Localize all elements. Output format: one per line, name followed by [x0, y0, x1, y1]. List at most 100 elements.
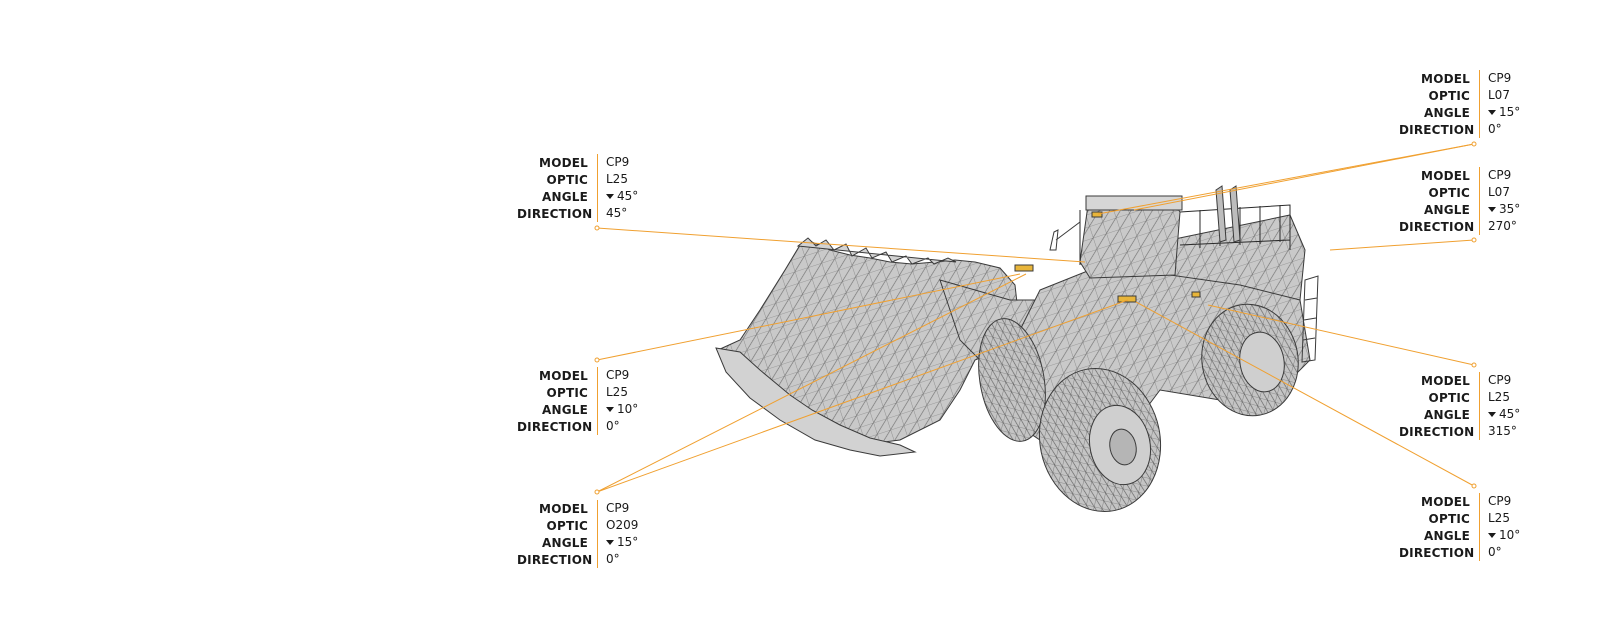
model-value: CP9 [597, 154, 629, 171]
model-value: CP9 [1479, 70, 1511, 87]
angle-value: 35° [1479, 201, 1520, 218]
angle-text: 35° [1499, 202, 1521, 216]
callout-right-second: MODEL CP9 OPTIC L07 ANGLE 35° DIRECTION 270° [1399, 167, 1520, 235]
direction-value: 45° [597, 205, 627, 222]
optic-value: L07 [1479, 184, 1510, 201]
direction-value: 0° [1479, 544, 1502, 561]
direction-value: 0° [597, 418, 620, 435]
angle-label: ANGLE [1423, 528, 1470, 543]
optic-value: O209 [597, 517, 638, 534]
optic-label: OPTIC [1428, 390, 1470, 405]
model-label: MODEL [1421, 71, 1470, 86]
caret-down-icon [1488, 207, 1496, 212]
optic-value: L25 [1479, 510, 1510, 527]
light-marker-1 [1014, 264, 1034, 272]
angle-label: ANGLE [541, 189, 588, 204]
mirror [1049, 221, 1081, 251]
direction-label: DIRECTION [517, 419, 593, 434]
angle-text: 15° [617, 535, 639, 549]
callout-left-bottom: MODEL CP9 OPTIC O209 ANGLE 15° DIRECTION 0° [517, 500, 638, 568]
model-label: MODEL [539, 155, 588, 170]
model-value: CP9 [1479, 372, 1511, 389]
optic-value: L25 [1479, 389, 1510, 406]
caret-down-icon [1488, 110, 1496, 115]
leader-left-top [596, 227, 1086, 263]
optic-label: OPTIC [1428, 88, 1470, 103]
leader-endpoints [594, 141, 1477, 495]
optic-label: OPTIC [1428, 511, 1470, 526]
rear-ladder [1301, 275, 1319, 363]
angle-label: ANGLE [1423, 105, 1470, 120]
caret-down-icon [1488, 533, 1496, 538]
direction-label: DIRECTION [1399, 424, 1475, 439]
optic-value: L25 [597, 384, 628, 401]
model-value: CP9 [1479, 493, 1511, 510]
leader-right-top-b [1133, 143, 1475, 211]
angle-value: 10° [597, 401, 638, 418]
model-label: MODEL [1421, 168, 1470, 183]
leader-left-middle [596, 273, 1021, 361]
direction-label: DIRECTION [1399, 219, 1475, 234]
direction-value: 0° [1479, 121, 1502, 138]
angle-text: 45° [617, 189, 639, 203]
angle-value: 10° [1479, 527, 1520, 544]
angle-label: ANGLE [541, 535, 588, 550]
callout-left-middle: MODEL CP9 OPTIC L25 ANGLE 10° DIRECTION 0° [517, 367, 638, 435]
leader-right-third [1207, 304, 1475, 366]
model-label: MODEL [1421, 494, 1470, 509]
callout-right-bottom: MODEL CP9 OPTIC L25 ANGLE 10° DIRECTION 0° [1399, 493, 1520, 561]
angle-value: 15° [1479, 104, 1520, 121]
angle-label: ANGLE [541, 402, 588, 417]
caret-down-icon [1488, 412, 1496, 417]
angle-text: 45° [1499, 407, 1521, 421]
optic-label: OPTIC [546, 518, 588, 533]
front-right-hub [1109, 428, 1137, 466]
model-value: CP9 [597, 367, 629, 384]
optic-label: OPTIC [1428, 185, 1470, 200]
leader-left-bottom-b [596, 299, 1129, 493]
wheel-loader-illustration [715, 185, 1319, 513]
bucket-lower-teeth [715, 347, 917, 457]
direction-value: 0° [597, 551, 620, 568]
leader-left-bottom-a [596, 273, 1027, 493]
model-label: MODEL [1421, 373, 1470, 388]
front-left-tire [978, 318, 1046, 442]
angle-label: ANGLE [1423, 407, 1470, 422]
angle-label: ANGLE [1423, 202, 1470, 217]
leader-right-bottom [1135, 301, 1475, 487]
optic-value: L25 [597, 171, 628, 188]
angle-value: 15° [597, 534, 638, 551]
leader-lines [596, 143, 1475, 493]
caret-down-icon [606, 407, 614, 412]
callout-right-third: MODEL CP9 OPTIC L25 ANGLE 45° DIRECTION 315° [1399, 372, 1520, 440]
angle-text: 10° [1499, 528, 1521, 542]
exhaust-stacks [1215, 185, 1241, 243]
direction-label: DIRECTION [1399, 122, 1475, 137]
angle-text: 10° [617, 402, 639, 416]
caret-down-icon [606, 540, 614, 545]
angle-text: 15° [1499, 105, 1521, 119]
light-marker-4 [1191, 291, 1201, 298]
caret-down-icon [606, 194, 614, 199]
optic-label: OPTIC [546, 385, 588, 400]
angle-value: 45° [597, 188, 638, 205]
model-value: CP9 [597, 500, 629, 517]
optic-value: L07 [1479, 87, 1510, 104]
leader-right-second [1329, 239, 1475, 251]
callout-left-top: MODEL CP9 OPTIC L25 ANGLE 45° DIRECTION 45° [517, 154, 638, 222]
light-marker-3 [1091, 211, 1103, 218]
model-value: CP9 [1479, 167, 1511, 184]
callout-right-top: MODEL CP9 OPTIC L07 ANGLE 15° DIRECTION 0° [1399, 70, 1520, 138]
model-label: MODEL [539, 368, 588, 383]
direction-label: DIRECTION [1399, 545, 1475, 560]
light-marker-2 [1117, 295, 1137, 303]
direction-value: 270° [1479, 218, 1517, 235]
angle-value: 45° [1479, 406, 1520, 423]
direction-label: DIRECTION [517, 552, 593, 567]
direction-value: 315° [1479, 423, 1517, 440]
direction-label: DIRECTION [517, 206, 593, 221]
bucket-teeth [796, 237, 957, 265]
optic-label: OPTIC [546, 172, 588, 187]
model-label: MODEL [539, 501, 588, 516]
